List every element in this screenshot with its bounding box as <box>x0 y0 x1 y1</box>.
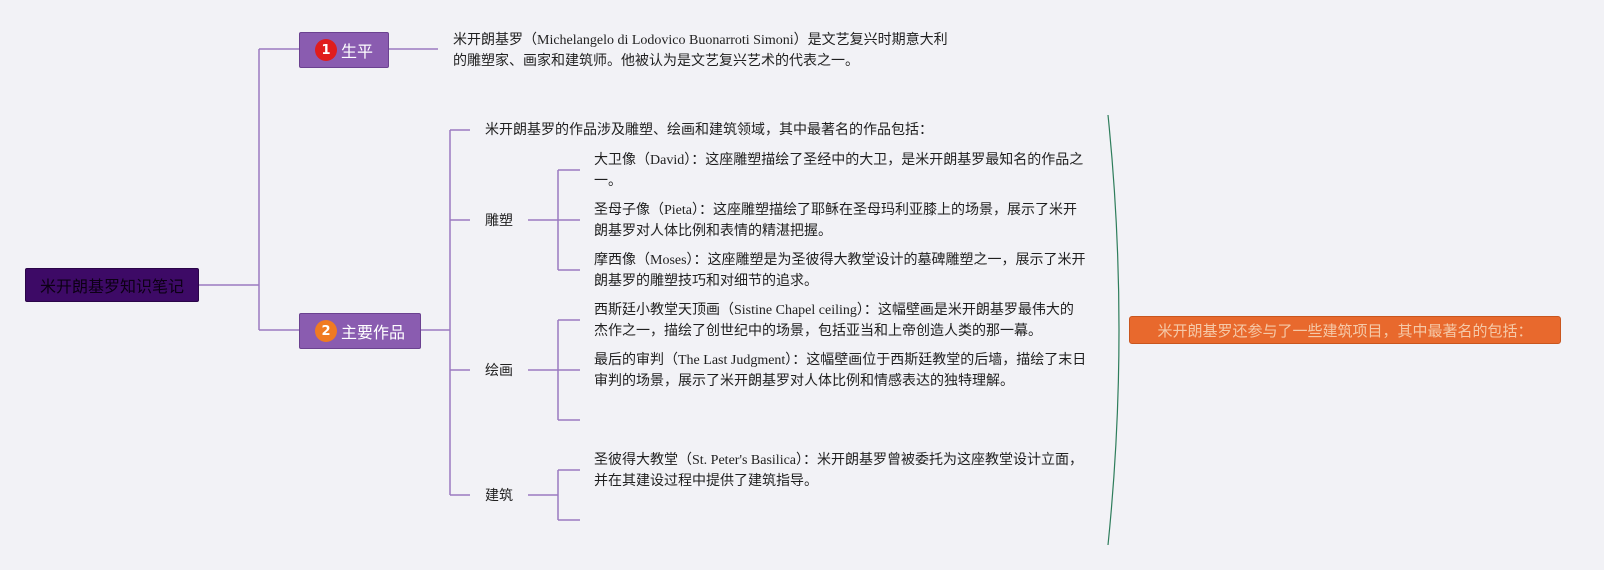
architecture-item-st-peters: 圣彼得大教堂（St. Peter's Basilica）：米开朗基罗曾被委托为这… <box>594 450 1104 492</box>
sculpture-item-david: 大卫像（David）：这座雕塑描绘了圣经中的大卫，是米开朗基罗最知名的作品之 一… <box>594 150 1104 192</box>
category-painting[interactable]: 绘画 <box>485 364 513 379</box>
number-badge-2: 2 <box>314 320 337 342</box>
item-line: 朗基罗的雕塑技巧和对细节的追求。 <box>594 274 818 289</box>
branch-biography[interactable]: 1 生平 <box>299 32 389 68</box>
item-line: 圣彼得大教堂（St. Peter's Basilica）：米开朗基罗曾被委托为这… <box>594 453 1084 468</box>
number-badge-1: 1 <box>314 39 337 61</box>
item-line: 并在其建设过程中提供了建筑指导。 <box>594 474 818 489</box>
item-line: 摩西像（Moses）：这座雕塑是为圣彼得大教堂设计的墓碑雕塑之一，展示了米开 <box>594 253 1086 268</box>
category-architecture[interactable]: 建筑 <box>485 489 513 504</box>
item-line: 杰作之一，描绘了创世纪中的场景，包括亚当和上帝创造人类的那一幕。 <box>594 324 1042 339</box>
category-sculpture[interactable]: 雕塑 <box>485 214 513 229</box>
branch-label-biography: 生平 <box>340 42 373 61</box>
painting-item-sistine: 西斯廷小教堂天顶画（Sistine Chapel ceiling）：这幅壁画是米… <box>594 300 1104 342</box>
root-node[interactable]: 米开朗基罗知识笔记 <box>25 268 199 302</box>
biography-text: 米开朗基罗（Michelangelo di Lodovico Buonarrot… <box>453 30 973 72</box>
item-line: 审判的场景，展示了米开朗基罗对人体比例和情感表达的独特理解。 <box>594 374 1014 389</box>
item-line: 最后的审判（The Last Judgment）：这幅壁画位于西斯廷教堂的后墙，… <box>594 353 1087 368</box>
painting-item-last-judgment: 最后的审判（The Last Judgment）：这幅壁画位于西斯廷教堂的后墙，… <box>594 350 1104 392</box>
biography-line-2: 的雕塑家、画家和建筑师。他被认为是文艺复兴艺术的代表之一。 <box>453 54 859 69</box>
summary-callout[interactable]: 米开朗基罗还参与了一些建筑项目，其中最著名的包括： <box>1129 316 1561 344</box>
item-line: 圣母子像（Pieta）：这座雕塑描绘了耶稣在圣母玛利亚膝上的场景，展示了米开 <box>594 203 1077 218</box>
root-label: 米开朗基罗知识笔记 <box>39 277 184 296</box>
sculpture-item-moses: 摩西像（Moses）：这座雕塑是为圣彼得大教堂设计的墓碑雕塑之一，展示了米开 朗… <box>594 250 1104 292</box>
summary-bracket <box>1107 114 1120 546</box>
sculpture-item-pieta: 圣母子像（Pieta）：这座雕塑描绘了耶稣在圣母玛利亚膝上的场景，展示了米开 朗… <box>594 200 1104 242</box>
item-line: 西斯廷小教堂天顶画（Sistine Chapel ceiling）：这幅壁画是米… <box>594 303 1074 318</box>
branch-major-works[interactable]: 2 主要作品 <box>299 313 421 349</box>
summary-callout-label: 米开朗基罗还参与了一些建筑项目，其中最著名的包括： <box>1157 321 1533 340</box>
item-line: 大卫像（David）：这座雕塑描绘了圣经中的大卫，是米开朗基罗最知名的作品之 <box>594 153 1084 168</box>
branch-label-major-works: 主要作品 <box>340 323 405 342</box>
item-line: 朗基罗对人体比例和表情的精湛把握。 <box>594 224 832 239</box>
works-intro: 米开朗基罗的作品涉及雕塑、绘画和建筑领域，其中最著名的作品包括： <box>485 123 933 138</box>
biography-line-1: 米开朗基罗（Michelangelo di Lodovico Buonarrot… <box>453 33 948 48</box>
item-line: 一。 <box>594 174 622 189</box>
